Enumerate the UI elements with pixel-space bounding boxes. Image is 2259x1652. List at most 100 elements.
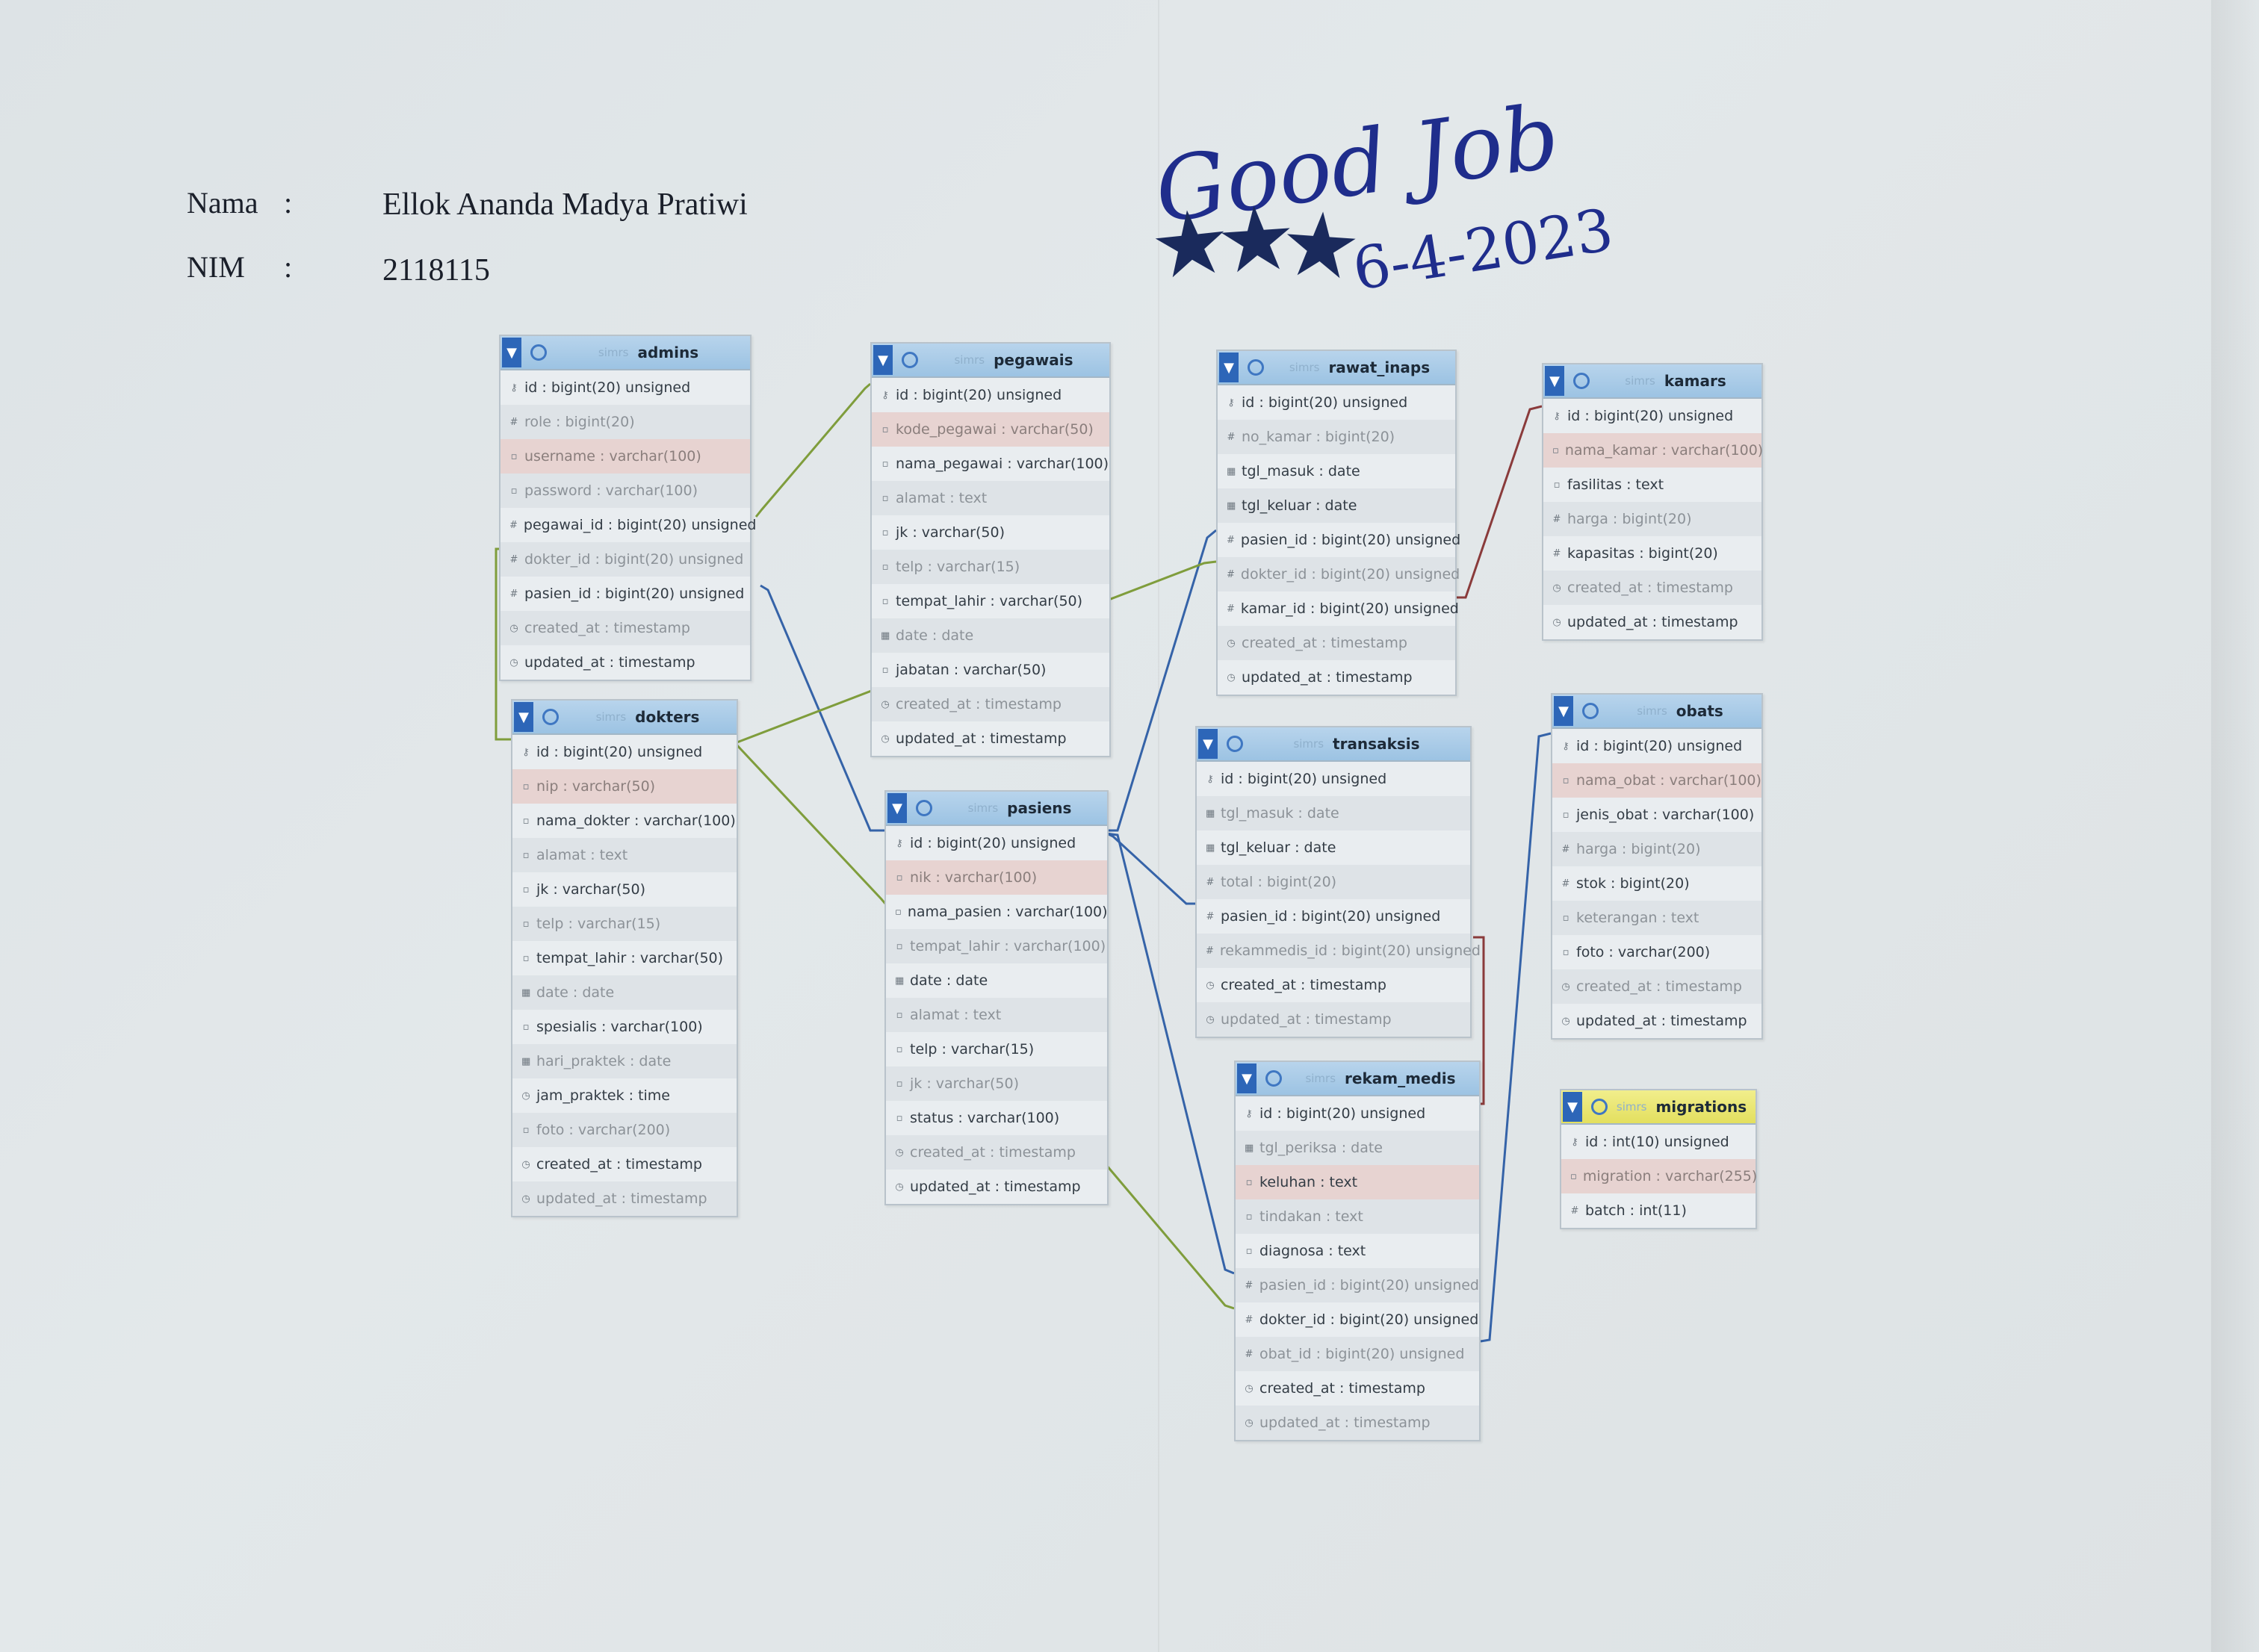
column-row[interactable]: ▫jenis_obat : varchar(100) <box>1552 798 1761 832</box>
gear-icon[interactable] <box>530 344 547 361</box>
column-row[interactable]: ▫jk : varchar(50) <box>886 1066 1107 1101</box>
table-header[interactable]: ▼ simrs dokters <box>512 701 737 735</box>
column-row[interactable]: ◷created_at : timestamp <box>1552 969 1761 1004</box>
column-row[interactable]: ▫username : varchar(100) <box>501 439 750 473</box>
column-row[interactable]: #obat_id : bigint(20) unsigned <box>1236 1337 1479 1371</box>
column-row[interactable]: ⚷id : int(10) unsigned <box>1561 1125 1756 1159</box>
chevron-down-icon[interactable]: ▼ <box>1219 353 1239 382</box>
column-row[interactable]: ◷updated_at : timestamp <box>886 1170 1107 1204</box>
column-row[interactable]: ▫alamat : text <box>512 838 737 872</box>
column-row[interactable]: ◷updated_at : timestamp <box>872 721 1109 756</box>
table-header[interactable]: ▼ simrs admins <box>501 336 750 370</box>
column-row[interactable]: ⚷id : bigint(20) unsigned <box>1197 762 1470 796</box>
column-row[interactable]: ▫alamat : text <box>872 481 1109 515</box>
gear-icon[interactable] <box>1591 1099 1608 1115</box>
column-row[interactable]: #dokter_id : bigint(20) unsigned <box>501 542 750 577</box>
column-row[interactable]: ⚷id : bigint(20) unsigned <box>1552 729 1761 763</box>
column-row[interactable]: ◷created_at : timestamp <box>872 687 1109 721</box>
column-row[interactable]: ▫jk : varchar(50) <box>512 872 737 907</box>
gear-icon[interactable] <box>1265 1070 1282 1087</box>
column-row[interactable]: ▦date : date <box>512 975 737 1010</box>
table-admins[interactable]: ▼ simrs admins ⚷id : bigint(20) unsigned… <box>499 335 756 681</box>
gear-icon[interactable] <box>1248 359 1264 376</box>
column-row[interactable]: ◷created_at : timestamp <box>886 1135 1107 1170</box>
column-row[interactable]: ▫nik : varchar(100) <box>886 860 1107 895</box>
table-obats[interactable]: ▼ simrs obats ⚷id : bigint(20) unsigned … <box>1551 693 1763 1040</box>
column-row[interactable]: ▦date : date <box>872 618 1109 653</box>
column-row[interactable]: #harga : bigint(20) <box>1552 832 1761 866</box>
column-row[interactable]: ⚷id : bigint(20) unsigned <box>501 370 750 405</box>
column-row[interactable]: ◷updated_at : timestamp <box>1552 1004 1761 1038</box>
column-row[interactable]: #batch : int(11) <box>1561 1193 1756 1228</box>
column-row[interactable]: #pasien_id : bigint(20) unsigned <box>501 577 750 611</box>
column-row[interactable]: ◷updated_at : timestamp <box>1197 1002 1470 1037</box>
column-row[interactable]: ▫telp : varchar(15) <box>886 1032 1107 1066</box>
gear-icon[interactable] <box>1573 373 1590 389</box>
column-row[interactable]: #stok : bigint(20) <box>1552 866 1761 901</box>
chevron-down-icon[interactable]: ▼ <box>873 345 893 375</box>
table-migrations[interactable]: ▼ simrs migrations ⚷id : int(10) unsigne… <box>1560 1089 1757 1229</box>
column-row[interactable]: ◷created_at : timestamp <box>1218 626 1455 660</box>
column-row[interactable]: ▫fasilitas : text <box>1543 468 1761 502</box>
column-row[interactable]: ▫tindakan : text <box>1236 1199 1479 1234</box>
column-row[interactable]: ▫nama_kamar : varchar(100) <box>1543 433 1763 468</box>
table-rekam-medis[interactable]: ▼ simrs rekam_medis ⚷id : bigint(20) uns… <box>1234 1061 1481 1441</box>
column-row[interactable]: ◷created_at : timestamp <box>1197 968 1470 1002</box>
column-row[interactable]: ⚷id : bigint(20) unsigned <box>1218 385 1455 420</box>
column-row[interactable]: ⚷id : bigint(20) unsigned <box>1543 399 1761 433</box>
column-row[interactable]: #kamar_id : bigint(20) unsigned <box>1218 591 1459 626</box>
column-row[interactable]: #pasien_id : bigint(20) unsigned <box>1197 899 1470 934</box>
column-row[interactable]: ▦hari_praktek : date <box>512 1044 737 1078</box>
table-header[interactable]: ▼ simrs kamars <box>1543 364 1761 399</box>
column-row[interactable]: ▫keterangan : text <box>1552 901 1761 935</box>
column-row[interactable]: ◷updated_at : timestamp <box>501 645 750 680</box>
chevron-down-icon[interactable]: ▼ <box>1545 366 1564 396</box>
column-row[interactable]: ▦tgl_keluar : date <box>1218 488 1455 523</box>
column-row[interactable]: ▫keluhan : text <box>1236 1165 1479 1199</box>
column-row[interactable]: ▫tempat_lahir : varchar(50) <box>872 584 1109 618</box>
column-row[interactable]: #kapasitas : bigint(20) <box>1543 536 1761 571</box>
column-row[interactable]: ▫nama_pegawai : varchar(100) <box>872 447 1109 481</box>
gear-icon[interactable] <box>1582 703 1599 719</box>
column-row[interactable]: ▫alamat : text <box>886 998 1107 1032</box>
column-row[interactable]: ▫password : varchar(100) <box>501 473 750 508</box>
column-row[interactable]: ▫status : varchar(100) <box>886 1101 1107 1135</box>
column-row[interactable]: ▫nama_obat : varchar(100) <box>1552 763 1761 798</box>
gear-icon[interactable] <box>542 709 559 725</box>
column-row[interactable]: #rekammedis_id : bigint(20) unsigned <box>1197 934 1481 968</box>
table-dokters[interactable]: ▼ simrs dokters ⚷id : bigint(20) unsigne… <box>511 699 738 1217</box>
gear-icon[interactable] <box>902 352 918 368</box>
column-row[interactable]: #dokter_id : bigint(20) unsigned <box>1236 1302 1479 1337</box>
column-row[interactable]: ▦tgl_masuk : date <box>1197 796 1470 830</box>
table-header[interactable]: ▼ simrs obats <box>1552 695 1761 729</box>
table-header[interactable]: ▼ simrs pegawais <box>872 344 1109 378</box>
table-header[interactable]: ▼ simrs rekam_medis <box>1236 1062 1479 1096</box>
column-row[interactable]: ▦tgl_periksa : date <box>1236 1131 1479 1165</box>
table-header[interactable]: ▼ simrs pasiens <box>886 792 1107 826</box>
chevron-down-icon[interactable]: ▼ <box>1237 1063 1256 1093</box>
column-row[interactable]: #no_kamar : bigint(20) <box>1218 420 1455 454</box>
gear-icon[interactable] <box>916 800 932 816</box>
column-row[interactable]: ▫telp : varchar(15) <box>872 550 1109 584</box>
column-row[interactable]: ◷updated_at : timestamp <box>512 1181 737 1216</box>
table-header[interactable]: ▼ simrs transaksis <box>1197 727 1470 762</box>
column-row[interactable]: ▫jk : varchar(50) <box>872 515 1109 550</box>
table-header[interactable]: ▼ simrs rawat_inaps <box>1218 351 1455 385</box>
column-row[interactable]: ▫diagnosa : text <box>1236 1234 1479 1268</box>
column-row[interactable]: ◷updated_at : timestamp <box>1236 1406 1479 1440</box>
column-row[interactable]: ▫foto : varchar(200) <box>1552 935 1761 969</box>
column-row[interactable]: ◷updated_at : timestamp <box>1543 605 1761 639</box>
chevron-down-icon[interactable]: ▼ <box>514 702 533 732</box>
column-row[interactable]: ▫tempat_lahir : varchar(50) <box>512 941 737 975</box>
column-row[interactable]: ▫nama_dokter : varchar(100) <box>512 804 737 838</box>
column-row[interactable]: #total : bigint(20) <box>1197 865 1470 899</box>
table-rawat-inaps[interactable]: ▼ simrs rawat_inaps ⚷id : bigint(20) uns… <box>1216 350 1460 696</box>
column-row[interactable]: #dokter_id : bigint(20) unsigned <box>1218 557 1460 591</box>
chevron-down-icon[interactable]: ▼ <box>887 793 907 823</box>
chevron-down-icon[interactable]: ▼ <box>1198 729 1218 759</box>
column-row[interactable]: ▦date : date <box>886 963 1107 998</box>
column-row[interactable]: #pasien_id : bigint(20) unsigned <box>1218 523 1460 557</box>
column-row[interactable]: ▦tgl_masuk : date <box>1218 454 1455 488</box>
column-row[interactable]: ▫foto : varchar(200) <box>512 1113 737 1147</box>
table-transaksis[interactable]: ▼ simrs transaksis ⚷id : bigint(20) unsi… <box>1195 726 1481 1038</box>
